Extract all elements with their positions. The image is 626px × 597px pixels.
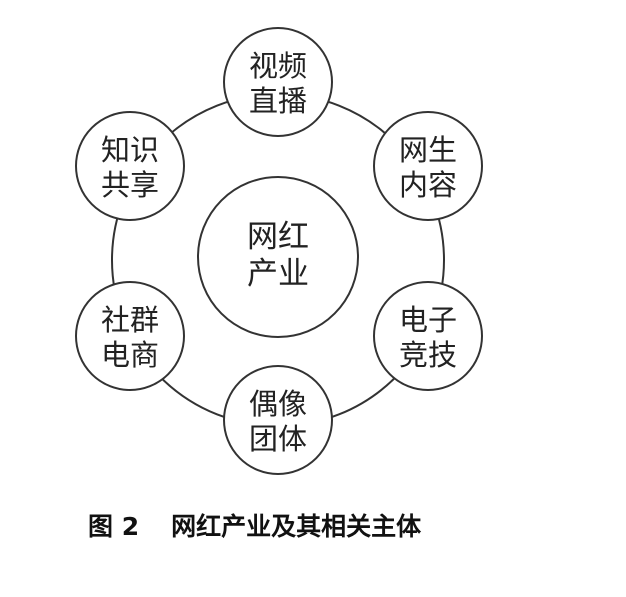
node-knowledge-sharing: 知识 共享 bbox=[75, 111, 185, 221]
center-node-line2: 产业 bbox=[247, 256, 309, 292]
node-knowledge-sharing-circle bbox=[75, 111, 185, 221]
node-video-live-line2: 直播 bbox=[249, 84, 307, 118]
node-esports-line2: 竞技 bbox=[399, 338, 457, 372]
node-video-live: 视频 直播 bbox=[223, 27, 333, 137]
node-video-live-line1: 视频 bbox=[249, 49, 307, 83]
figure-caption: 图 2 网红产业及其相关主体 bbox=[88, 507, 421, 543]
node-esports: 电子 竞技 bbox=[373, 281, 483, 391]
node-community-ecommerce: 社群 电商 bbox=[75, 281, 185, 391]
node-idol-group-line2: 团体 bbox=[249, 422, 307, 456]
figure-number: 图 2 bbox=[88, 512, 140, 541]
center-node: 网红 产业 bbox=[197, 176, 359, 338]
center-node-circle bbox=[197, 176, 359, 338]
node-community-ecommerce-circle bbox=[75, 281, 185, 391]
node-idol-group: 偶像 团体 bbox=[223, 365, 333, 475]
node-community-ecommerce-line1: 社群 bbox=[101, 303, 159, 337]
figure-title: 网红产业及其相关主体 bbox=[171, 512, 422, 541]
node-knowledge-sharing-line2: 共享 bbox=[101, 168, 159, 202]
node-video-live-circle bbox=[223, 27, 333, 137]
node-esports-circle bbox=[373, 281, 483, 391]
node-idol-group-line1: 偶像 bbox=[249, 387, 307, 421]
node-web-content: 网生 内容 bbox=[373, 111, 483, 221]
node-knowledge-sharing-line1: 知识 bbox=[101, 133, 159, 167]
node-community-ecommerce-line2: 电商 bbox=[101, 338, 159, 372]
node-web-content-line1: 网生 bbox=[399, 133, 457, 167]
node-web-content-line2: 内容 bbox=[399, 168, 457, 202]
node-web-content-circle bbox=[373, 111, 483, 221]
center-node-line1: 网红 bbox=[247, 219, 309, 255]
node-esports-line1: 电子 bbox=[399, 303, 457, 337]
node-idol-group-circle bbox=[223, 365, 333, 475]
